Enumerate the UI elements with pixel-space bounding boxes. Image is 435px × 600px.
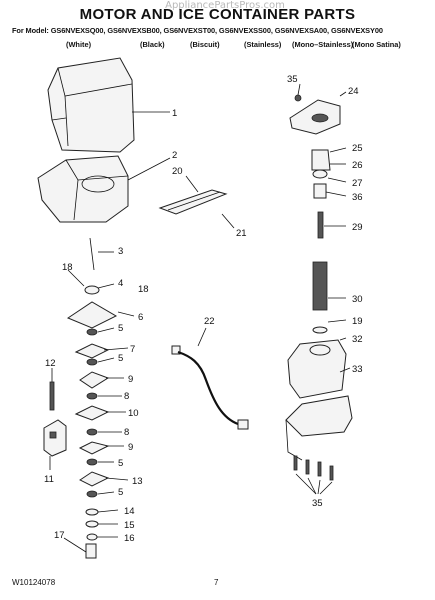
callout-22: 22 bbox=[204, 316, 215, 327]
callout-9-a: 9 bbox=[128, 374, 133, 385]
page-number: 7 bbox=[214, 578, 219, 587]
callout-29: 29 bbox=[352, 222, 363, 233]
finish-mono-stainless: (Mono–Stainless) bbox=[292, 40, 354, 49]
callout-15: 15 bbox=[124, 520, 135, 531]
wire-harness-part bbox=[171, 345, 249, 430]
callout-33: 33 bbox=[352, 364, 363, 375]
watermark: AppliancePartsPros.com bbox=[165, 0, 285, 11]
callout-10: 10 bbox=[128, 408, 139, 419]
finish-white: (White) bbox=[66, 40, 92, 49]
small-pin-part bbox=[49, 381, 55, 411]
callout-5-b: 5 bbox=[118, 353, 123, 364]
rod-part bbox=[89, 237, 95, 271]
callout-9-b: 9 bbox=[128, 442, 133, 453]
finish-biscuit: (Biscuit) bbox=[190, 40, 220, 49]
callout-1: 1 bbox=[172, 108, 177, 119]
finish-stainless: (Stainless) bbox=[244, 40, 282, 49]
callout-13: 13 bbox=[132, 476, 143, 487]
callout-8-a: 8 bbox=[124, 391, 129, 402]
page-title: MOTOR AND ICE CONTAINER PARTS bbox=[79, 6, 356, 23]
callout-30: 30 bbox=[352, 294, 363, 305]
switch-block-part bbox=[43, 419, 67, 457]
callout-24: 24 bbox=[348, 86, 359, 97]
ice-housing-part bbox=[37, 155, 129, 223]
callout-4: 4 bbox=[118, 278, 123, 289]
callout-14: 14 bbox=[124, 506, 135, 517]
callout-18-right: 18 bbox=[138, 284, 149, 295]
callout-6: 6 bbox=[138, 312, 143, 323]
callout-19: 19 bbox=[352, 316, 363, 327]
callout-35-top: 35 bbox=[287, 74, 298, 85]
callout-27: 27 bbox=[352, 178, 363, 189]
shelf-rail-part bbox=[158, 189, 228, 215]
callout-12: 12 bbox=[45, 358, 56, 369]
callout-17: 17 bbox=[54, 530, 65, 541]
callout-21: 21 bbox=[236, 228, 247, 239]
callout-2: 2 bbox=[172, 150, 177, 161]
callout-20: 20 bbox=[172, 166, 183, 177]
callout-35-bottom: 35 bbox=[312, 498, 323, 509]
callout-25: 25 bbox=[352, 143, 363, 154]
motor-stack bbox=[285, 94, 353, 481]
document-number: W10124078 bbox=[12, 578, 56, 587]
callout-32: 32 bbox=[352, 334, 363, 345]
finish-black: (Black) bbox=[140, 40, 165, 49]
model-list: For Model: GS6NVEXSQ00, GS6NVEXSB00, GS6… bbox=[12, 26, 383, 35]
callout-7: 7 bbox=[130, 344, 135, 355]
callout-18-left: 18 bbox=[62, 262, 73, 273]
callout-11: 11 bbox=[44, 474, 54, 485]
callout-5-d: 5 bbox=[118, 487, 123, 498]
callout-5-a: 5 bbox=[118, 323, 123, 334]
callout-8-b: 8 bbox=[124, 427, 129, 438]
auger-stack bbox=[66, 285, 118, 559]
finish-mono-satina: (Mono Satina) bbox=[352, 40, 401, 49]
callout-26: 26 bbox=[352, 160, 363, 171]
callout-5-c: 5 bbox=[118, 458, 123, 469]
callout-3: 3 bbox=[118, 246, 123, 257]
callout-36: 36 bbox=[352, 192, 363, 203]
callout-16: 16 bbox=[124, 533, 135, 544]
ice-container-part bbox=[47, 57, 135, 153]
